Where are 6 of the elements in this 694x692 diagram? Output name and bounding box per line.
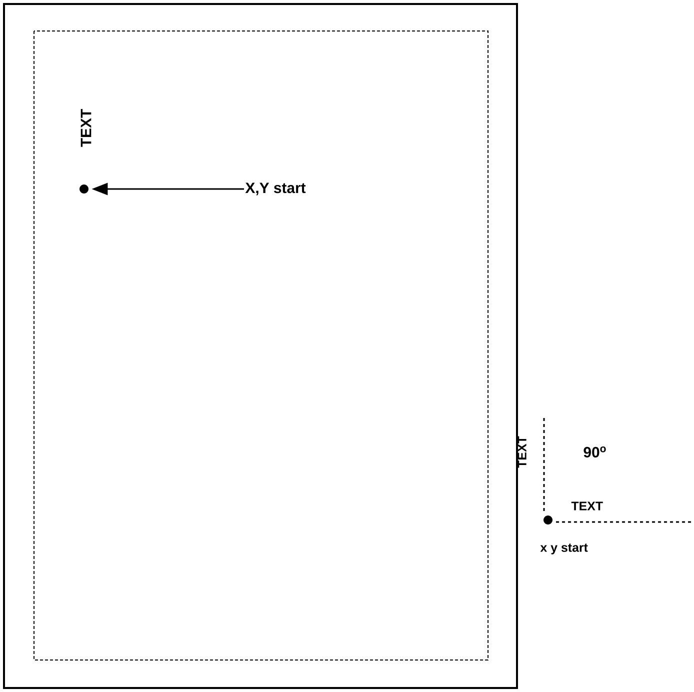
angle-label: 90$^{o}$ bbox=[584, 446, 606, 458]
rotated-label: TEXT bbox=[80, 109, 92, 147]
start-dot bbox=[80, 184, 88, 194]
start-label: X,Y start bbox=[245, 182, 306, 196]
start-label: x y start bbox=[540, 544, 588, 554]
axis-label: TEXT bbox=[571, 502, 603, 510]
